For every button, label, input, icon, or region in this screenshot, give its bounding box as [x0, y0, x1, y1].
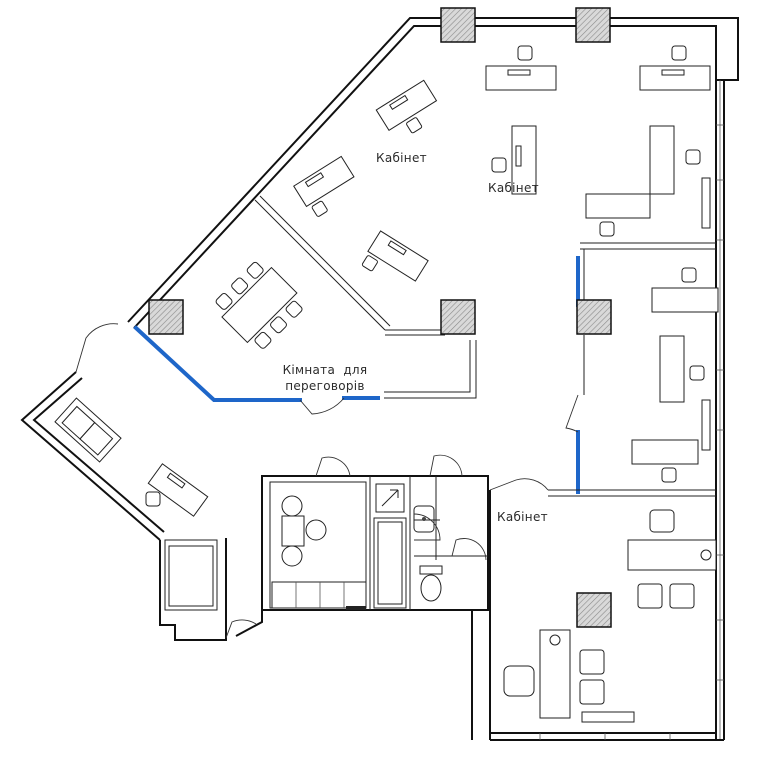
glass-partition-meeting: [133, 325, 302, 402]
door-swing-icon: [413, 513, 441, 541]
chair-icon: [215, 293, 233, 310]
furniture-cabinet-lower-right: [503, 509, 717, 723]
chair-icon: [361, 255, 378, 272]
desk-icon: [485, 65, 557, 91]
chair-icon: [599, 221, 615, 237]
chair-icon: [281, 495, 303, 517]
window-mullions: [539, 124, 724, 740]
chair-icon: [579, 649, 605, 675]
chair-icon: [246, 261, 264, 279]
room-label-meeting-line1: Кімната для: [282, 363, 368, 377]
chair-icon: [649, 509, 675, 533]
chair-icon: [270, 316, 287, 334]
chair-icon: [669, 583, 695, 609]
door-swing-icon: [451, 538, 487, 561]
chair-icon: [689, 365, 705, 381]
doors: [75, 323, 579, 639]
chair-icon: [637, 583, 663, 609]
desk-icon: [631, 439, 699, 465]
furniture-cabinet-top-centre: [485, 45, 711, 237]
room-label-cabinet-right: Кабінет: [497, 510, 548, 524]
room-label-cabinet-top-centre: Кабінет: [488, 181, 539, 195]
room-label-meeting-line2: переговорів: [285, 379, 365, 393]
chair-icon: [517, 45, 533, 61]
chair-icon: [254, 331, 272, 349]
desk-icon: [367, 230, 429, 282]
chair-icon: [671, 45, 687, 61]
column-hatch-icon: [148, 299, 184, 335]
chair-icon: [579, 679, 605, 705]
chair-icon: [311, 200, 328, 217]
desk-icon: [659, 335, 685, 403]
desk-icon: [147, 463, 209, 517]
desk-icon: [221, 266, 298, 344]
chair-icon: [305, 519, 327, 541]
desk-icon: [293, 155, 355, 208]
door-swing-icon: [489, 478, 549, 491]
chair-icon: [231, 277, 249, 295]
outer-walls: [20, 17, 739, 741]
desk-icon: [627, 539, 717, 571]
desk-icon: [539, 629, 571, 719]
columns: [148, 7, 612, 628]
chair-icon: [685, 149, 701, 165]
furniture-meeting-room: [215, 261, 303, 349]
chair-icon: [661, 467, 677, 483]
desk-icon: [585, 125, 675, 219]
room-label-meeting: Кімната для переговорів: [270, 362, 380, 394]
door-swing-icon: [75, 323, 119, 373]
door-swing-icon: [429, 454, 463, 477]
furniture-kitchen: [281, 495, 327, 567]
column-hatch-icon: [440, 299, 476, 335]
door-swing-icon: [225, 619, 257, 639]
room-label-cabinet-top: Кабінет: [376, 151, 427, 165]
column-hatch-icon: [440, 7, 476, 43]
chair-icon: [503, 665, 535, 697]
door-swing-icon: [315, 456, 351, 477]
column-hatch-icon: [576, 299, 612, 335]
furniture-cabinet-top-left: [293, 79, 438, 282]
furniture-cabinet-middle-right: [631, 267, 719, 483]
chair-icon: [285, 300, 303, 318]
chair-icon: [681, 267, 697, 283]
column-hatch-icon: [575, 7, 611, 43]
chair-icon: [406, 117, 423, 134]
chair-icon: [491, 157, 507, 173]
furniture-reception: [54, 397, 209, 517]
chair-icon: [145, 491, 161, 507]
desk-icon: [651, 287, 719, 313]
desk-icon: [375, 79, 438, 132]
chair-icon: [281, 545, 303, 567]
door-swing-icon: [565, 394, 579, 433]
door-swing-icon: [299, 397, 345, 415]
column-hatch-icon: [576, 592, 612, 628]
partitions: [133, 195, 716, 611]
